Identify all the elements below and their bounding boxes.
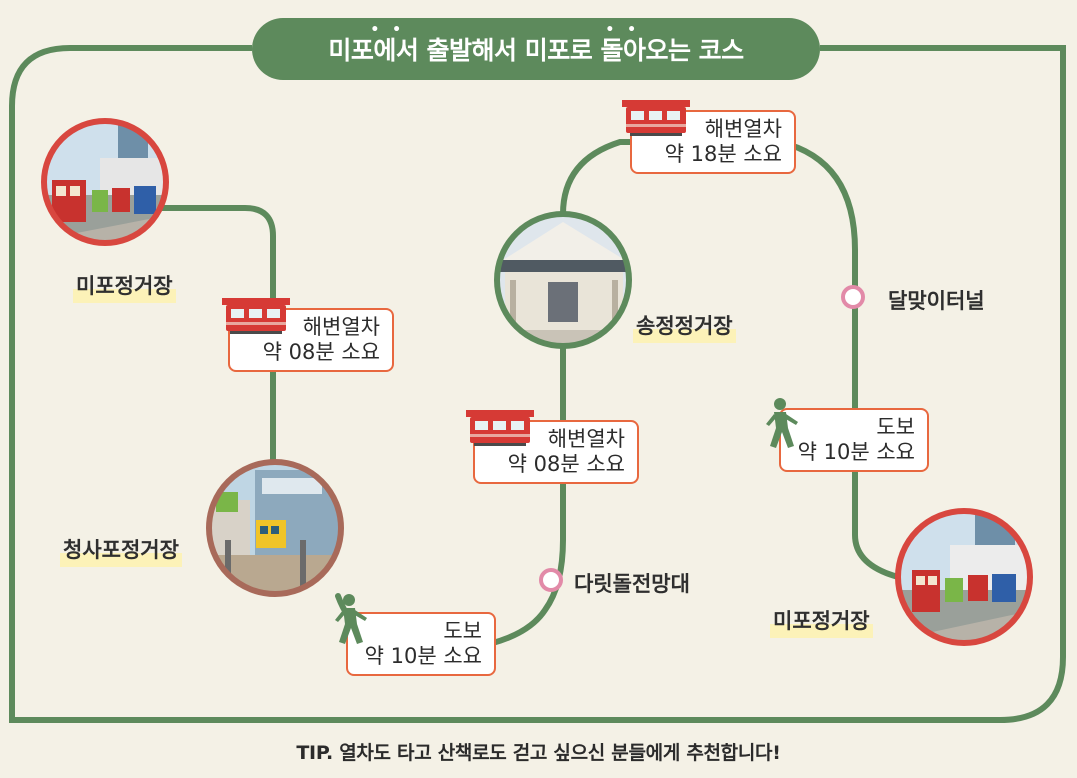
station-label-mipo-end: 미포정거장 bbox=[770, 605, 873, 638]
station-label-songjeong: 송정정거장 bbox=[633, 310, 736, 343]
station-photo bbox=[494, 211, 632, 349]
stop-marker bbox=[539, 568, 563, 592]
course-title: • • • • 미포에서 출발해서 미포로 돌아오는 코스 bbox=[252, 18, 820, 80]
segment-mode: 도보 bbox=[443, 619, 482, 643]
segment-box: 해변열차 약 08분 소요 bbox=[473, 420, 639, 484]
train-icon bbox=[222, 298, 290, 334]
tip-text: TIP. 열차도 타고 산책로도 걷고 싶으신 분들에게 추천합니다! bbox=[296, 742, 781, 764]
station-photo bbox=[41, 118, 169, 246]
train-icon bbox=[466, 410, 534, 446]
train-icon bbox=[622, 100, 690, 136]
station-photo bbox=[895, 508, 1033, 646]
emphasis-dots: • • bbox=[370, 22, 406, 38]
station-photo bbox=[206, 459, 344, 597]
course-frame bbox=[9, 45, 1066, 723]
segment-duration: 약 18분 소요 bbox=[664, 142, 782, 166]
emphasis-dots: • • bbox=[605, 22, 641, 38]
stop-label-dalmaji: 달맞이터널 bbox=[888, 289, 985, 313]
segment-mode: 해변열차 bbox=[704, 117, 782, 141]
walking-person-icon bbox=[766, 398, 798, 448]
stop-marker bbox=[841, 285, 865, 309]
segment-duration: 약 10분 소요 bbox=[797, 440, 915, 464]
segment-mode: 해변열차 bbox=[547, 427, 625, 451]
segment-box: 도보 약 10분 소요 bbox=[346, 612, 496, 676]
stop-label-daritdol: 다릿돌전망대 bbox=[574, 572, 690, 596]
station-label-cheongsapo: 청사포정거장 bbox=[60, 534, 182, 567]
segment-box: 도보 약 10분 소요 bbox=[779, 408, 929, 472]
station-label-mipo-start: 미포정거장 bbox=[73, 270, 176, 303]
segment-mode: 도보 bbox=[876, 415, 915, 439]
walking-person-icon bbox=[335, 594, 367, 644]
segment-duration: 약 10분 소요 bbox=[364, 644, 482, 668]
segment-mode: 해변열차 bbox=[302, 315, 380, 339]
segment-duration: 약 08분 소요 bbox=[262, 340, 380, 364]
title-text: 미포에서 출발해서 미포로 돌아오는 코스 bbox=[328, 36, 744, 65]
segment-duration: 약 08분 소요 bbox=[507, 452, 625, 476]
